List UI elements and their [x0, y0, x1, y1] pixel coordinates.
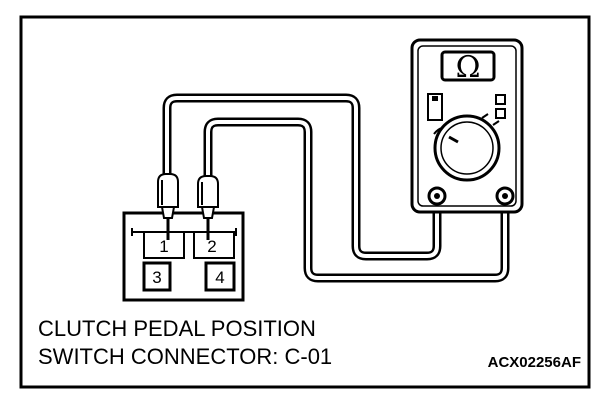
- connector-c01: 1 2 3 4: [122, 211, 245, 302]
- figure-code: ACX02256AF: [488, 354, 581, 371]
- ohm-symbol: Ω: [456, 50, 481, 85]
- pin-2-label: 2: [207, 237, 216, 256]
- meter-button-left: [427, 93, 443, 121]
- caption-line-1: CLUTCH PEDAL POSITION: [38, 316, 316, 341]
- pin-2-cell: [193, 231, 235, 259]
- probe-1: [157, 173, 179, 240]
- pin-1-cell: [143, 231, 185, 259]
- caption-line-2: SWITCH CONNECTOR: C-01: [38, 344, 332, 369]
- test-lead-2: [203, 117, 510, 283]
- multimeter: Ω: [410, 38, 524, 214]
- pin-3-label: 3: [152, 268, 161, 287]
- meter-button-right-top: [495, 94, 506, 105]
- pin-1-label: 1: [159, 237, 168, 256]
- pin-4-cell: [204, 261, 236, 292]
- probe-2: [197, 175, 219, 240]
- test-lead-1: [162, 93, 442, 261]
- pin-3-cell: [142, 261, 172, 292]
- multimeter-display: [440, 50, 496, 82]
- diagram-frame: [19, 15, 591, 389]
- pin-4-label: 4: [215, 268, 224, 287]
- meter-button-right-bottom: [495, 108, 506, 119]
- rotary-dial: [433, 114, 501, 182]
